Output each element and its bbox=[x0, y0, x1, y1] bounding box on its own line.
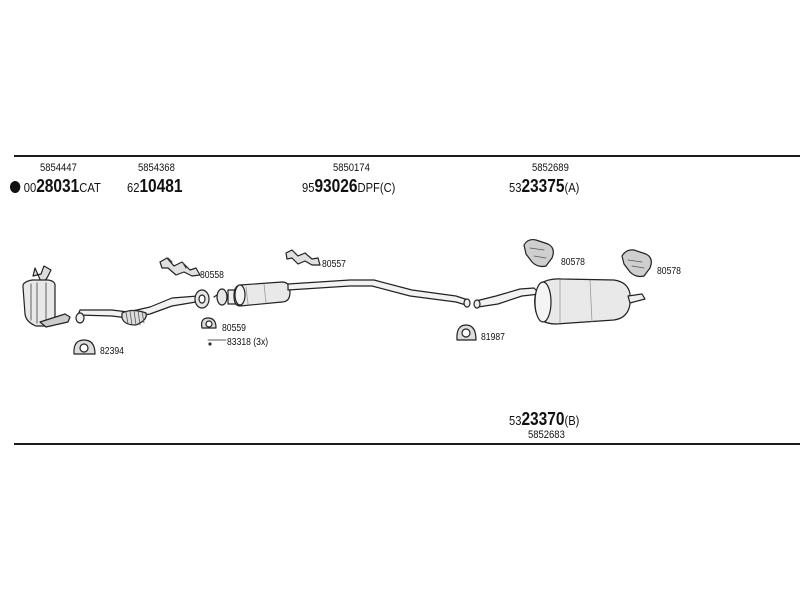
rear-silencer-icon[interactable] bbox=[473, 278, 646, 325]
rubber-mount-80578-a-icon[interactable] bbox=[523, 238, 554, 268]
oe-number-front-pipe: 5854368 bbox=[138, 162, 175, 174]
callout-80558[interactable]: 80558 bbox=[200, 270, 224, 281]
callout-81987[interactable]: 81987 bbox=[481, 332, 505, 343]
callout-80578-a[interactable]: 80578 bbox=[561, 257, 585, 268]
rubber-mount-80578-b-icon[interactable] bbox=[621, 249, 652, 278]
top-rule bbox=[14, 155, 800, 157]
callout-82394[interactable]: 82394 bbox=[100, 346, 124, 357]
part-catalyst[interactable]: 0028031CAT bbox=[10, 177, 101, 197]
clamp-80559-icon[interactable] bbox=[201, 317, 217, 346]
oe-number-dpf: 5850174 bbox=[333, 162, 370, 174]
oe-number-rear-silencer-b: 5852683 bbox=[528, 429, 565, 441]
hanger-80557-icon[interactable] bbox=[285, 249, 321, 266]
bullet-dot-icon bbox=[10, 181, 21, 193]
part-dpf[interactable]: 9593026DPF(C) bbox=[302, 176, 396, 196]
callout-80559[interactable]: 80559 bbox=[222, 323, 246, 334]
part-rear-silencer-b[interactable]: 5323370(B) bbox=[509, 409, 580, 429]
clamp-81987-icon[interactable] bbox=[456, 324, 477, 341]
callout-83318[interactable]: 83318 (3x) bbox=[227, 337, 269, 348]
clamp-82394-icon[interactable] bbox=[73, 339, 96, 355]
front-pipe-icon[interactable] bbox=[75, 289, 210, 326]
part-rear-silencer-a[interactable]: 5323375(A) bbox=[509, 176, 580, 196]
oe-number-catalyst: 5854447 bbox=[40, 162, 77, 174]
gasket-80558-icon[interactable] bbox=[159, 257, 201, 277]
dpf-middle-silencer-icon[interactable] bbox=[216, 279, 471, 308]
callout-80578-b[interactable]: 80578 bbox=[657, 266, 681, 277]
bottom-rule bbox=[14, 443, 800, 445]
oe-number-rear-silencer-a: 5852689 bbox=[532, 162, 569, 174]
part-front-pipe[interactable]: 6210481 bbox=[127, 176, 183, 196]
catalyst-converter-icon[interactable] bbox=[22, 265, 71, 328]
callout-80557[interactable]: 80557 bbox=[322, 259, 346, 270]
